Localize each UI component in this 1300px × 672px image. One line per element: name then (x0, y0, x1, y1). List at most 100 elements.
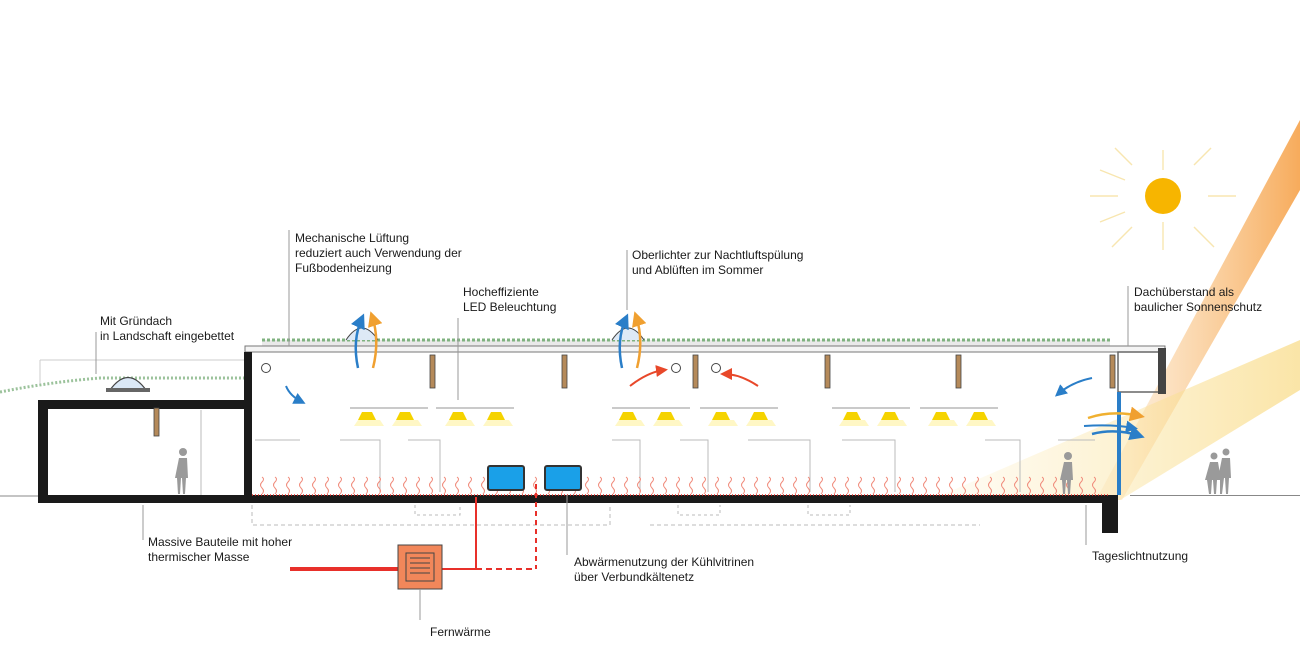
heat-wave-mark (1053, 476, 1057, 495)
person-icon (1060, 452, 1073, 494)
heat-wave-mark (663, 476, 667, 495)
label-ventilation: Mechanische Lüftung reduziert auch Verwe… (295, 231, 462, 276)
heat-wave-mark (741, 476, 745, 495)
heat-wave-mark (715, 476, 719, 495)
heat-wave-mark (1040, 476, 1044, 495)
heat-wave-mark (598, 476, 602, 495)
heat-wave-mark (273, 476, 277, 495)
heat-wave-mark (468, 476, 472, 495)
heat-wave-mark (949, 476, 953, 495)
heat-wave-mark (923, 476, 927, 495)
heat-wave-mark (1014, 476, 1018, 495)
building-structure (38, 352, 1118, 533)
heat-wave-mark (624, 476, 628, 495)
heat-wave-mark (806, 476, 810, 495)
heat-wave-mark (481, 476, 485, 495)
heat-wave-mark (637, 476, 641, 495)
sun-icon (1090, 147, 1236, 250)
label-thermal-mass: Massive Bauteile mit hoher thermischer M… (148, 535, 292, 565)
heat-wave-mark (832, 476, 836, 495)
heat-wave-mark (1001, 476, 1005, 495)
heat-wave-mark (988, 476, 992, 495)
label-green-roof: Mit Gründach in Landschaft eingebettet (100, 314, 234, 344)
heat-wave-mark (429, 476, 433, 495)
heat-wave-mark (650, 476, 654, 495)
green-roof (244, 338, 1166, 353)
heat-wave-mark (286, 476, 290, 495)
label-line: und Ablüften im Sommer (632, 263, 764, 277)
heat-wave-mark (702, 476, 706, 495)
heat-wave-mark (416, 476, 420, 495)
roof-skylight-right (611, 311, 647, 369)
label-line: Fußbodenheizung (295, 261, 392, 275)
green-roof-embankment (0, 359, 245, 394)
heat-wave-mark (533, 476, 537, 495)
label-line: über Verbundkältenetz (574, 570, 695, 584)
heat-wave-mark (858, 476, 862, 495)
heat-wave-mark (351, 476, 355, 495)
label-skylights: Oberlichter zur Nachtluftspülung und Abl… (632, 248, 803, 278)
label-line: Abwärmenutzung der Kühlvitrinen (574, 555, 755, 569)
heat-wave-mark (845, 476, 849, 495)
heat-wave-mark (936, 476, 940, 495)
heat-wave-mark (910, 476, 914, 495)
label-led-lighting: Hocheffiziente LED Beleuchtung (463, 285, 556, 315)
label-line: Tageslichtnutzung (1092, 549, 1189, 563)
sun-beams (930, 120, 1300, 500)
heat-wave-mark (364, 476, 368, 495)
heat-wave-mark (676, 476, 680, 495)
label-line: Hocheffiziente (463, 285, 539, 299)
district-heating-pipes (290, 484, 537, 571)
heat-wave-mark (377, 476, 381, 495)
heat-wave-mark (338, 476, 342, 495)
heat-wave-mark (390, 476, 394, 495)
heat-wave-mark (689, 476, 693, 495)
person-icon (175, 448, 188, 494)
heat-wave-mark (1027, 476, 1031, 495)
heat-wave-mark (1079, 476, 1083, 495)
heat-wave-mark (819, 476, 823, 495)
label-line: thermischer Masse (148, 550, 250, 564)
heat-wave-mark (780, 476, 784, 495)
heat-wave-mark (767, 476, 771, 495)
cooling-display-cases (487, 465, 582, 491)
ventilation-airflow (261, 363, 1093, 404)
heat-wave-mark (962, 476, 966, 495)
label-line: Dachüberstand als (1134, 285, 1235, 299)
district-heating-unit (397, 544, 443, 620)
label-roof-overhang: Dachüberstand als baulicher Sonnenschutz (1134, 285, 1262, 315)
heat-wave-mark (754, 476, 758, 495)
heat-wave-mark (260, 476, 264, 495)
led-lamps (350, 407, 998, 426)
label-line: LED Beleuchtung (463, 300, 557, 314)
people-silhouettes (175, 448, 1231, 494)
couple-icon (1205, 448, 1231, 494)
label-line: Oberlichter zur Nachtluftspülung (632, 248, 804, 262)
label-waste-heat: Abwärmenutzung der Kühlvitrinen über Ver… (574, 555, 754, 585)
heat-wave-mark (585, 476, 589, 495)
heat-wave-mark (871, 476, 875, 495)
label-line: in Landschaft eingebettet (100, 329, 235, 343)
label-line: Mechanische Lüftung (295, 231, 410, 245)
label-line: Fernwärme (430, 625, 491, 639)
heat-wave-mark (611, 476, 615, 495)
interior-outlines (200, 410, 1095, 526)
heat-wave-mark (793, 476, 797, 495)
heat-wave-mark (403, 476, 407, 495)
heat-wave-mark (299, 476, 303, 495)
heat-wave-mark (897, 476, 901, 495)
heat-wave-mark (455, 476, 459, 495)
leader-lines (95, 230, 1129, 555)
label-line: Massive Bauteile mit hoher (148, 535, 293, 549)
heat-wave-mark (325, 476, 329, 495)
roof-skylight-left (345, 311, 383, 369)
label-daylight: Tageslichtnutzung (1092, 549, 1188, 564)
label-district-heating: Fernwärme (430, 625, 491, 640)
left-skylight (106, 376, 150, 392)
ceiling-pendants (153, 354, 1116, 437)
heat-wave-mark (884, 476, 888, 495)
heat-wave-mark (312, 476, 316, 495)
label-line: Mit Gründach (100, 314, 173, 328)
facade-glazing (1083, 348, 1300, 496)
